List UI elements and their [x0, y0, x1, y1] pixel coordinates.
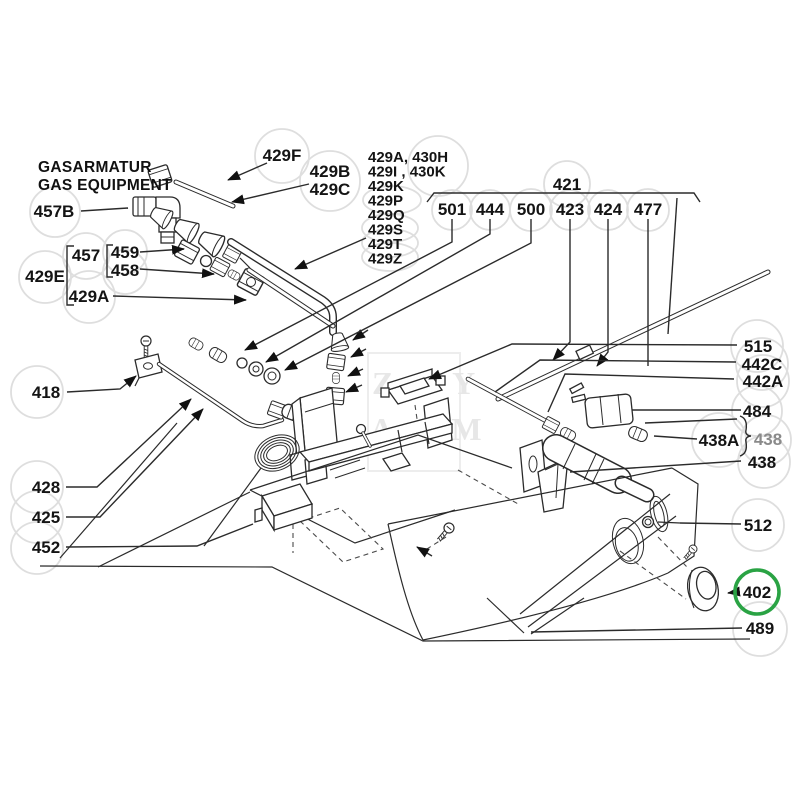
- junction-box-452-drawing: [254, 483, 313, 533]
- leader-lines: [65, 162, 752, 633]
- part-list-row-1[interactable]: 429A, 430H: [368, 149, 448, 166]
- part-list-row-3[interactable]: 429K: [368, 178, 404, 195]
- tray-plate-drawing: [59, 422, 521, 568]
- part-label-442C[interactable]: 442C: [742, 355, 783, 374]
- label-circles: [10, 128, 792, 657]
- part-label-458[interactable]: 458: [111, 261, 139, 280]
- part-label-457B[interactable]: 457B: [34, 202, 75, 221]
- part-label-484[interactable]: 484: [743, 402, 772, 421]
- part-label-423[interactable]: 423: [556, 200, 584, 219]
- part-label-425[interactable]: 425: [32, 508, 60, 527]
- part-label-459[interactable]: 459: [111, 243, 139, 262]
- part-list-row-6[interactable]: 429S: [368, 222, 403, 239]
- part-label-418[interactable]: 418: [32, 383, 60, 402]
- part-label-512[interactable]: 512: [744, 516, 772, 535]
- part-label-429A[interactable]: 429A: [69, 287, 110, 306]
- gas-valve-drawing: [266, 387, 339, 485]
- thermocouple-parts-drawing: [187, 336, 281, 385]
- part-label-438-grouped[interactable]: 438: [754, 430, 782, 449]
- diagram-title-line2: GAS EQUIPMENT: [38, 177, 172, 194]
- solenoid-484-drawing: [568, 382, 634, 429]
- part-list-row-5[interactable]: 429Q: [368, 207, 405, 224]
- pilot-tube-and-clamp-drawing: [134, 335, 285, 429]
- hose-fitting-429F-drawing: [147, 163, 236, 209]
- cone-sleeves-429B-drawing: [146, 202, 251, 269]
- part-label-402-highlighted[interactable]: 402: [743, 583, 771, 602]
- bezel-cap-402-drawing: [686, 566, 720, 612]
- igniter-438-drawing: [542, 424, 655, 503]
- capillary-coil-drawing: [203, 434, 300, 547]
- part-label-457[interactable]: 457: [72, 246, 100, 265]
- part-list-row-2[interactable]: 429I , 430K: [368, 164, 446, 181]
- part-label-428[interactable]: 428: [32, 478, 60, 497]
- part-label-429E[interactable]: 429E: [25, 267, 65, 286]
- part-label-477[interactable]: 477: [634, 200, 662, 219]
- fitting-stack-drawing: [324, 329, 369, 406]
- part-list-row-8[interactable]: 429Z: [368, 251, 402, 268]
- part-label-438A[interactable]: 438A: [699, 431, 740, 450]
- part-label-429C[interactable]: 429C: [310, 180, 351, 199]
- part-label-438[interactable]: 438: [748, 453, 776, 472]
- base-outline-drawing: [39, 565, 751, 642]
- highlight-ring-402: [733, 568, 781, 616]
- part-label-501[interactable]: 501: [438, 200, 466, 219]
- part-label-500[interactable]: 500: [517, 200, 545, 219]
- diagram-labels: GASARMATUR GAS EQUIPMENT 457B 429E 457 4…: [25, 146, 783, 638]
- nut-olive-assembly-459-458-drawing: [173, 238, 267, 297]
- part-label-424[interactable]: 424: [594, 200, 623, 219]
- part-label-489[interactable]: 489: [746, 619, 774, 638]
- part-label-429B[interactable]: 429B: [310, 162, 351, 181]
- part-label-442A[interactable]: 442A: [743, 372, 784, 391]
- part-list-row-4[interactable]: 429P: [368, 193, 403, 210]
- part-label-515[interactable]: 515: [744, 337, 772, 356]
- diagram-title-line1: GASARMATUR: [38, 159, 152, 176]
- part-label-421[interactable]: 421: [553, 175, 581, 194]
- part-list-row-7[interactable]: 429T: [368, 236, 402, 253]
- part-label-452[interactable]: 452: [32, 538, 60, 557]
- gas-pipe-drawing: [227, 238, 337, 336]
- long-rods-drawing: [465, 269, 771, 443]
- firebox-panel-drawing: [387, 467, 700, 641]
- part-label-444[interactable]: 444: [476, 200, 505, 219]
- part-label-429F[interactable]: 429F: [263, 146, 302, 165]
